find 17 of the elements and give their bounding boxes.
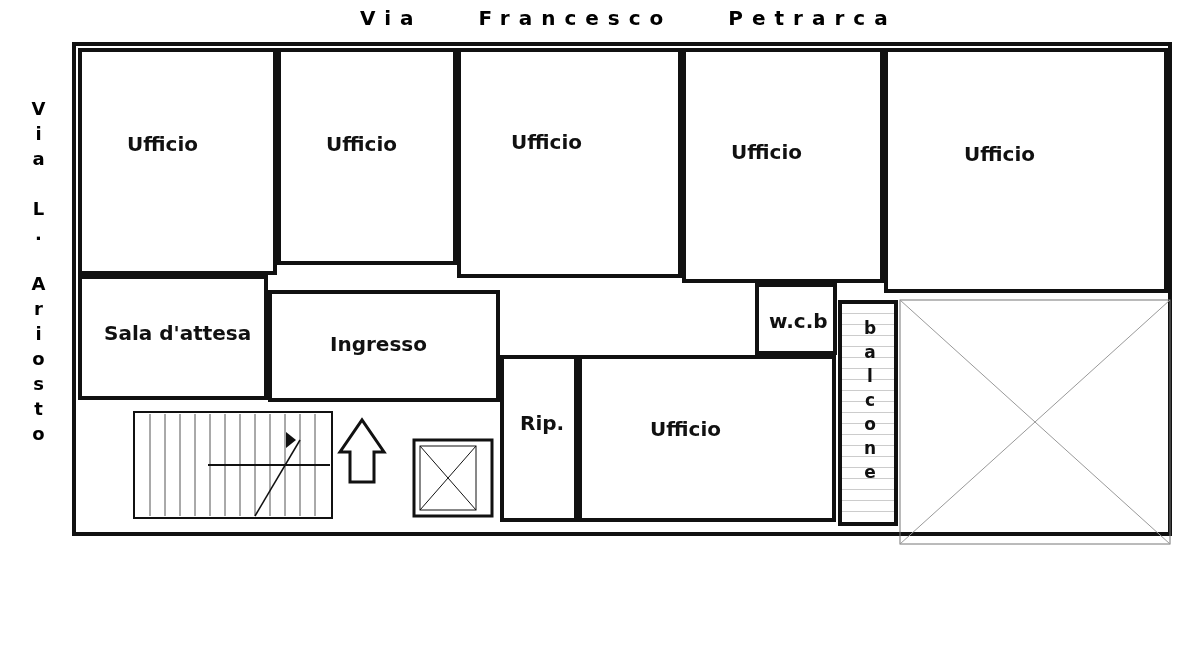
balcony-area bbox=[838, 300, 898, 526]
room-label: Ufficio bbox=[127, 132, 198, 156]
room-label: Ufficio bbox=[964, 142, 1035, 166]
room-label: balcone bbox=[860, 318, 880, 486]
room-label: Ingresso bbox=[330, 332, 427, 356]
room-label: Rip. bbox=[520, 411, 565, 435]
room-label: Sala d'attesa bbox=[104, 321, 252, 345]
room-label: Ufficio bbox=[511, 130, 582, 154]
street-name: Via L. Ariosto bbox=[28, 98, 49, 448]
street-name: Via Francesco Petrarca bbox=[360, 6, 897, 30]
room-label: Ufficio bbox=[650, 417, 721, 441]
room-area bbox=[268, 290, 500, 402]
room-area bbox=[500, 355, 578, 522]
room-label: Ufficio bbox=[731, 140, 802, 164]
room-label: Ufficio bbox=[326, 132, 397, 156]
room-area bbox=[578, 355, 836, 522]
room-label: w.c.b bbox=[769, 309, 828, 333]
